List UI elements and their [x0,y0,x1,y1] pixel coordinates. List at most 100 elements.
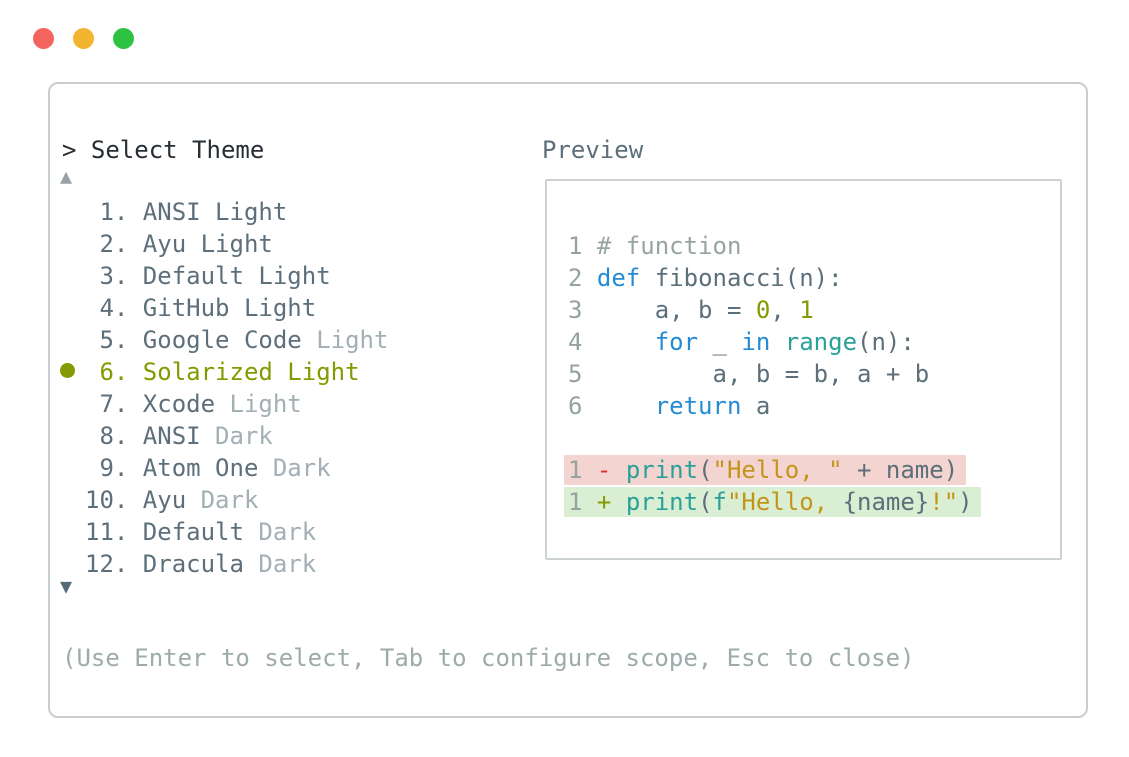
token-plain [582,232,596,260]
token-plain: a, b = [596,296,756,324]
code-line-content: 4 for _ in range(n): [568,328,915,356]
token-minus: - [596,456,626,484]
maximize-button[interactable] [113,28,134,49]
code-line: 5 a, b = b, a + b [568,358,981,390]
theme-item-label: 6. Solarized Light [85,358,360,386]
token-fn: print [625,456,699,484]
minimize-button[interactable] [73,28,94,49]
diff-added-line: 1 + print(f"Hello, {name}!") [564,486,981,518]
token-cmt: # function [596,232,742,260]
code-line-content: 1 # function [568,232,741,260]
token-ln: 1 [568,232,583,260]
theme-item-label: 2. Ayu Light [85,230,273,258]
token-num: 0 [755,296,771,324]
token-plain [770,328,784,356]
token-fn: print [625,488,699,516]
token-plain: a, b = b, a + b [596,360,930,388]
code-line-content: 5 a, b = b, a + b [568,360,929,388]
theme-item-label: 10. Ayu Dark [85,486,259,514]
token-plain [582,328,596,356]
theme-item-label: 7. Xcode Light [85,390,302,418]
theme-item-label: 4. GitHub Light [85,294,317,322]
token-ln: 5 [568,360,583,388]
theme-list-item-github-light[interactable]: 4. GitHub Light [50,292,530,324]
selected-bullet-icon [57,362,85,382]
theme-list-item-dracula[interactable]: 12. Dracula Dark [50,548,530,580]
close-button[interactable] [33,28,54,49]
theme-list-item-ansi[interactable]: 8. ANSI Dark [50,420,530,452]
token-plus: + [596,488,626,516]
theme-list-item-xcode[interactable]: 7. Xcode Light [50,388,530,420]
token-plain [582,392,596,420]
code-line: 2 def fibonacci(n): [568,262,981,294]
theme-list-item-ayu-light[interactable]: 2. Ayu Light [50,228,530,260]
token-str: "Hello, " [712,456,843,484]
token-plain: , [770,296,800,324]
theme-list: 1. ANSI Light 2. Ayu Light 3. Default Li… [50,196,530,580]
token-kw: return [654,392,742,420]
code-line: 6 return a [568,390,981,422]
code-blank-line [568,422,981,454]
token-ln: 3 [568,296,583,324]
token-ln: 6 [568,392,583,420]
token-ln: 2 [568,264,583,292]
code-line: 1 # function [568,230,981,262]
theme-list-item-default-light[interactable]: 3. Default Light [50,260,530,292]
code-line-content: 6 return a [568,392,770,420]
theme-item-label: 1. ANSI Light [85,198,288,226]
preview-label: Preview [542,136,644,164]
token-plain: {name} [842,488,930,516]
token-ln: 1 [568,488,583,516]
theme-picker-panel: > Select Theme ▲ 1. ANSI Light 2. Ayu Li… [48,82,1088,718]
theme-list-item-ayu[interactable]: 10. Ayu Dark [50,484,530,516]
command-prompt: > Select Theme [62,136,265,164]
token-plain [597,392,655,420]
token-plain: a [741,392,771,420]
keyboard-hint: (Use Enter to select, Tab to configure s… [62,644,915,672]
code-line-content: 3 a, b = 0, 1 [568,296,814,324]
token-plain: fibonacci(n): [640,264,843,292]
code-line: 3 a, b = 0, 1 [568,294,981,326]
theme-item-label: 12. Dracula Dark [85,550,317,578]
theme-list-item-solarized-light[interactable]: 6. Solarized Light [50,356,530,388]
scroll-up-icon[interactable]: ▲ [60,164,73,188]
theme-item-label: 3. Default Light [85,262,331,290]
token-fn: f [712,488,727,516]
token-kw: for [654,328,699,356]
token-plain [582,360,596,388]
theme-list-item-google-code[interactable]: 5. Google Code Light [50,324,530,356]
theme-item-label: 11. Default Dark [85,518,317,546]
theme-item-label: 9. Atom One Dark [85,454,331,482]
diff-removed-line: 1 - print("Hello, " + name) [564,454,981,486]
theme-list-item-default[interactable]: 11. Default Dark [50,516,530,548]
token-kw: in [741,328,771,356]
token-plain [582,296,596,324]
token-plain: ) [958,488,973,516]
token-str: !" [929,488,959,516]
token-ln: 4 [568,328,583,356]
theme-list-item-atom-one[interactable]: 9. Atom One Dark [50,452,530,484]
token-plain [582,488,596,516]
token-kw: def [596,264,641,292]
theme-item-label: 8. ANSI Dark [85,422,273,450]
theme-list-item-ansi-light[interactable]: 1. ANSI Light [50,196,530,228]
token-plain: ( [698,488,713,516]
token-plain [582,456,596,484]
token-plain: + name) [842,456,959,484]
token-num: 1 [799,296,814,324]
token-plain: ( [698,456,713,484]
token-plain [597,328,655,356]
code-line: 4 for _ in range(n): [568,326,981,358]
theme-item-label: 5. Google Code Light [85,326,389,354]
token-plain [582,264,596,292]
token-str: "Hello, [726,488,843,516]
token-ln: 1 [568,456,583,484]
token-plain: (n): [857,328,915,356]
window-controls [33,28,134,49]
diff-added-highlight: 1 + print(f"Hello, {name}!") [564,487,981,517]
scroll-down-icon[interactable]: ▼ [60,574,73,598]
token-plain: _ [698,328,742,356]
